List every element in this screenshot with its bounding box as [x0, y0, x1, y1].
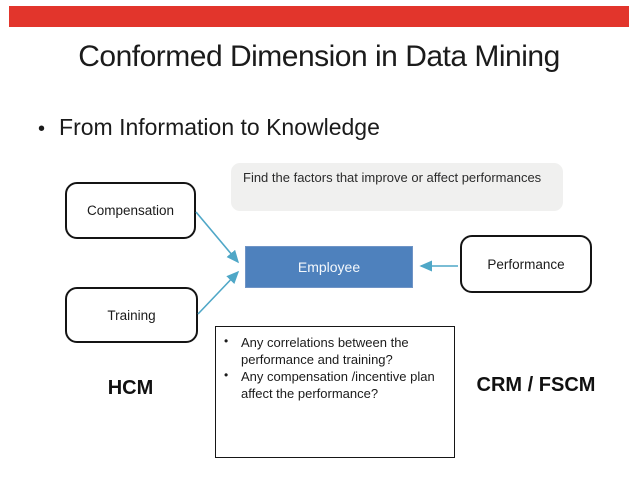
node-training-label: Training — [107, 307, 156, 323]
node-performance-label: Performance — [487, 256, 565, 272]
node-employee-label: Employee — [297, 259, 361, 275]
callout-find-factors: Find the factors that improve or affect … — [231, 163, 563, 211]
node-compensation-label: Compensation — [86, 203, 175, 218]
notes-item: • Any correlations between the performan… — [224, 334, 446, 368]
top-accent-bar — [9, 6, 629, 27]
node-employee: Employee — [245, 246, 413, 288]
notes-item-text: Any compensation /incentive plan affect … — [241, 369, 435, 402]
notes-bullet-marker: • — [224, 334, 229, 348]
node-training: Training — [65, 287, 198, 343]
arrow-training-to-employee — [197, 270, 240, 315]
node-compensation: Compensation — [65, 182, 196, 239]
bullet-marker: • — [38, 118, 46, 140]
category-label-crm-fscm: CRM / FSCM — [476, 374, 596, 396]
category-label-hcm: HCM — [107, 377, 154, 399]
notes-bullet-marker: • — [224, 368, 229, 383]
slide-title: Conformed Dimension in Data Mining — [78, 40, 560, 73]
node-performance: Performance — [460, 235, 592, 293]
notes-item: • Any compensation /incentive plan affec… — [224, 368, 446, 402]
bullet-text: From Information to Knowledge — [59, 114, 380, 140]
notes-box: • Any correlations between the performan… — [215, 326, 455, 458]
arrow-compensation-to-employee — [195, 211, 240, 264]
notes-item-text: Any correlations between the performance… — [241, 335, 409, 368]
bullet-line: • From Information to Knowledge — [38, 114, 380, 141]
